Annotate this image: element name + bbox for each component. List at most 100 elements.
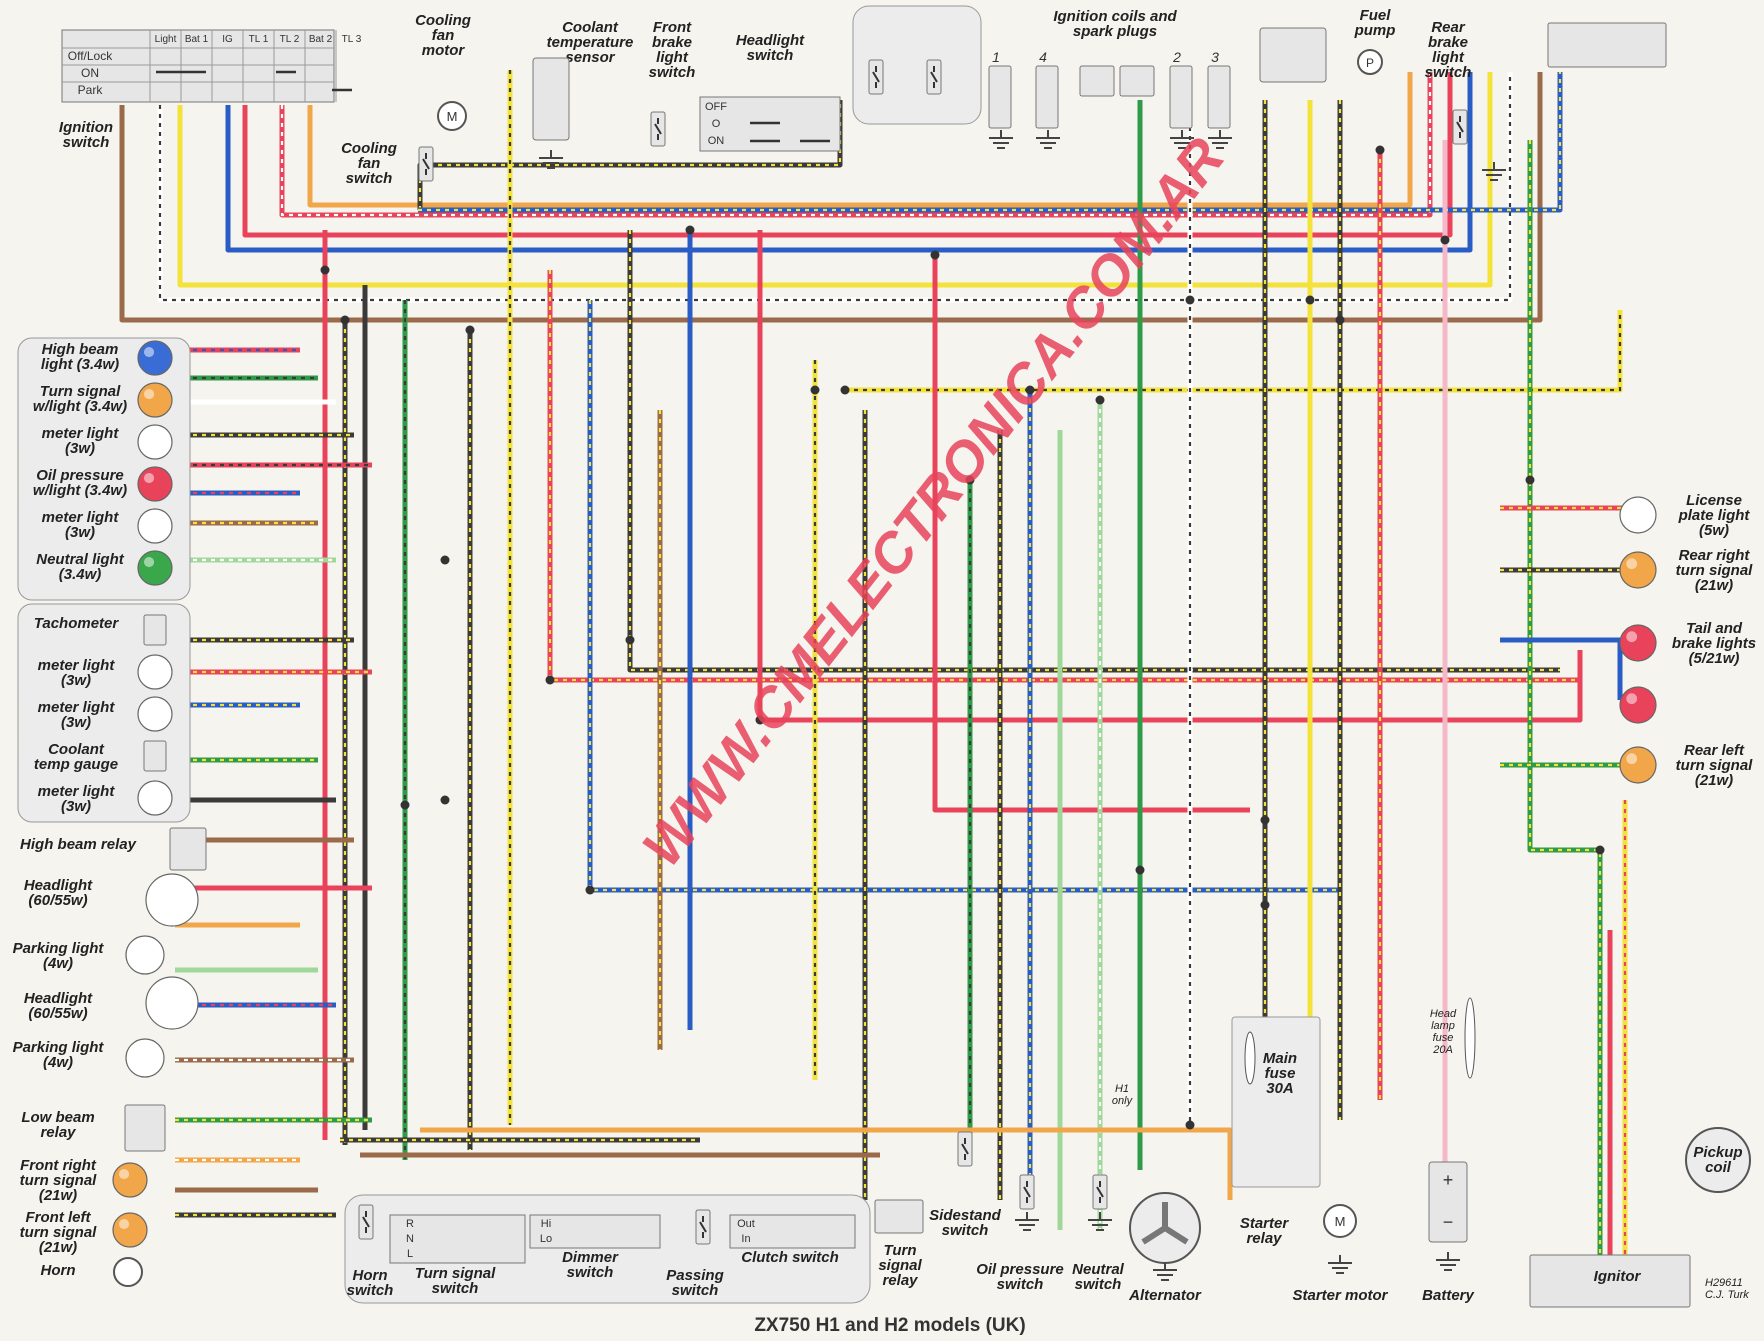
label-line: Headlight [24,877,93,894]
label-line: brake lights [1672,635,1756,652]
label-line: turn signal [1676,562,1754,579]
label-line: Parking light [13,940,105,957]
ignition-switch-table [61,29,335,103]
label-line: (4w) [43,955,73,972]
label-line: H1 [1115,1083,1129,1095]
label-line: light [656,49,689,66]
label-line: Rear left [1684,742,1745,759]
ignition-column-header: Light [155,34,177,45]
switch-contact [872,66,880,88]
wire-yellow-main [177,72,1493,288]
wire-red-tail [757,230,1583,723]
label-line: Cooling [415,12,471,29]
wire-junction [340,315,350,325]
switch-contact [362,1211,370,1233]
turn-signal-bulb-icon [112,1212,148,1248]
horn-icon [113,1257,143,1287]
left-component-label: Parking light(4w) [13,1039,105,1071]
coil-primary-box [1079,65,1115,97]
switch-contact [422,153,430,175]
left-component-label: Headlight(60/55w) [24,877,93,909]
dimmer-switch-table [529,1214,661,1249]
fuel-pump-icon [1357,49,1383,75]
rear-bulb-icon [1619,496,1657,534]
switch-contact [1096,1181,1104,1203]
label-line: (3.4w) [59,566,102,583]
label-line: switch [1075,1276,1122,1293]
wire-red-main [242,72,1453,238]
fuel-pump-relay-icon [1259,27,1327,83]
bulb-highlight [1626,503,1638,515]
dimmer-switch-row: Lo [540,1233,552,1245]
label-line: High beam relay [20,836,137,853]
ground-icon [1436,1252,1460,1271]
wire-junction [1595,845,1605,855]
parking-light-bulb-icon [125,935,165,975]
wire-junction [440,795,450,805]
label-line: Starter [1240,1215,1290,1232]
switch-contact [930,66,938,88]
motor-icon [437,101,467,131]
pickup-coil-icon [1685,1127,1751,1193]
ignition-column-header: IG [222,34,233,45]
label-line: switch [747,47,794,64]
label-line: Front [653,19,692,36]
label-line: Front right [20,1157,97,1174]
starter-motor-icon [1323,1204,1357,1238]
label-line: Coolant [562,19,619,36]
label-line: (3w) [61,798,91,815]
label-line: (21w) [1695,772,1733,789]
label-line: Turn [883,1242,916,1259]
label-line: Parking light [13,1039,105,1056]
bulb-highlight [132,1045,145,1058]
switch-contact [654,118,662,140]
wire-junction [1335,315,1345,325]
switch-contact [961,1138,969,1160]
ignition-row-label: ON [81,66,99,80]
bulb-highlight [143,786,155,798]
label-line: (3w) [61,714,91,731]
ground-icon [1088,1212,1112,1231]
wire-junction [1440,235,1450,245]
wire-junction [400,800,410,810]
ground-icon [539,150,563,169]
left-component-label: Parking light(4w) [13,940,105,972]
label-line: signal [878,1257,922,1274]
indicator-bulb-icon [137,382,173,418]
wire-bottom-orange [420,1127,1233,1200]
bottom-component-label: Starter motor [1292,1287,1388,1304]
bulb-highlight [118,1168,130,1180]
ignitor-label: Ignitor [1594,1268,1642,1285]
clutch-switch-row: Out [737,1218,755,1230]
label-line: relay [1246,1230,1282,1247]
wire-junctions [320,145,1605,1130]
label-line: (60/55w) [28,1005,87,1022]
bottom-switch-label: Clutch switch [741,1249,839,1266]
label-line: High beam [42,341,119,358]
bulb-highlight [1626,631,1638,643]
wire-orange-main [307,72,1413,208]
bulb-highlight [1626,693,1638,705]
headlight-switch-row: OFF [705,101,727,113]
label-line: (3w) [61,672,91,689]
label-line: Ignition coils and [1053,8,1177,25]
indicator-bulb-icon [137,466,173,502]
ignition-contact [156,70,352,92]
label-line: Tachometer [34,615,120,632]
switch-contact [699,1216,707,1238]
ignition-coil-icon [1207,65,1231,129]
ground-icon [1482,162,1506,181]
turn-switch-row: L [407,1248,413,1260]
switch-contact [1023,1181,1031,1203]
